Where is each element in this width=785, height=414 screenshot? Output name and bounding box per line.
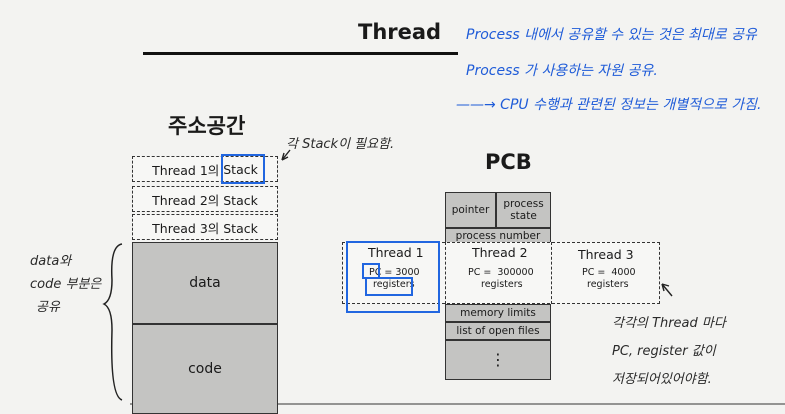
thread-1-stack: Thread 1의 Stack (132, 156, 278, 182)
stack-note-arrow (281, 149, 291, 161)
page-title: Thread (358, 20, 442, 44)
pcb-more-ellipsis: ⋮ (445, 340, 551, 380)
thread-2-stack: Thread 2의 Stack (132, 186, 278, 212)
thread-divider (445, 242, 446, 304)
thread-context-band (342, 242, 660, 304)
pcb-pointer: pointer (445, 192, 496, 228)
thread-3-label: Thread 3 (578, 247, 634, 262)
thread-divider (551, 242, 552, 304)
thread-1-stack-prefix: Thread 1의 (152, 162, 224, 178)
thread-3-registers: registers (587, 279, 629, 290)
note-share-resources: Process 가 사용하는 자원 공유. (466, 63, 658, 79)
share-brace (102, 243, 123, 401)
registers-highlight-box (365, 277, 413, 296)
code-segment: code (132, 324, 278, 414)
stack-highlight-box (221, 154, 265, 184)
data-segment: data (132, 242, 278, 324)
pcb-open-files: list of open files (445, 322, 551, 340)
share-note-line-3: 공유 (36, 300, 60, 315)
pcb-memory-limits: memory limits (445, 304, 551, 322)
title-underline (143, 52, 458, 55)
register-note-line-2: PC, register 값이 (612, 344, 716, 359)
pcb-heading: PCB (485, 150, 532, 174)
share-note-line-2: code 부분은 (30, 277, 102, 292)
register-note-line-3: 저장되어있어야함. (612, 372, 712, 387)
thread-3-stack: Thread 3의 Stack (132, 214, 278, 240)
thread-3-pc: PC = 4000 (582, 267, 636, 278)
pcb-process-state: process state (496, 192, 551, 228)
pcb-process-number: process number (445, 228, 551, 245)
register-note-line-1: 각각의 Thread 마다 (612, 316, 726, 331)
share-note-line-1: data와 (30, 254, 72, 269)
register-note-arrow (661, 283, 673, 297)
thread-1-highlight-box (346, 241, 440, 313)
thread-1-label: Thread 1 (368, 245, 424, 260)
thread-1-registers: registers (373, 279, 415, 290)
thread-2-label: Thread 2 (472, 245, 528, 260)
note-share-max: Process 내에서 공유할 수 있는 것은 최대로 공유 (466, 27, 757, 43)
address-space-heading: 주소공간 (168, 114, 246, 138)
thread-1-stack-word: Stack (223, 161, 258, 177)
thread-2-pc: PC = 300000 (468, 267, 534, 278)
stack-note: 각 Stack이 필요함. (286, 137, 395, 152)
thread-1-pc: PC = 3000 (369, 267, 420, 278)
thread-2-registers: registers (481, 279, 523, 290)
note-cpu-individual: ——→ CPU 수행과 관련된 정보는 개별적으로 가짐. (456, 97, 762, 113)
